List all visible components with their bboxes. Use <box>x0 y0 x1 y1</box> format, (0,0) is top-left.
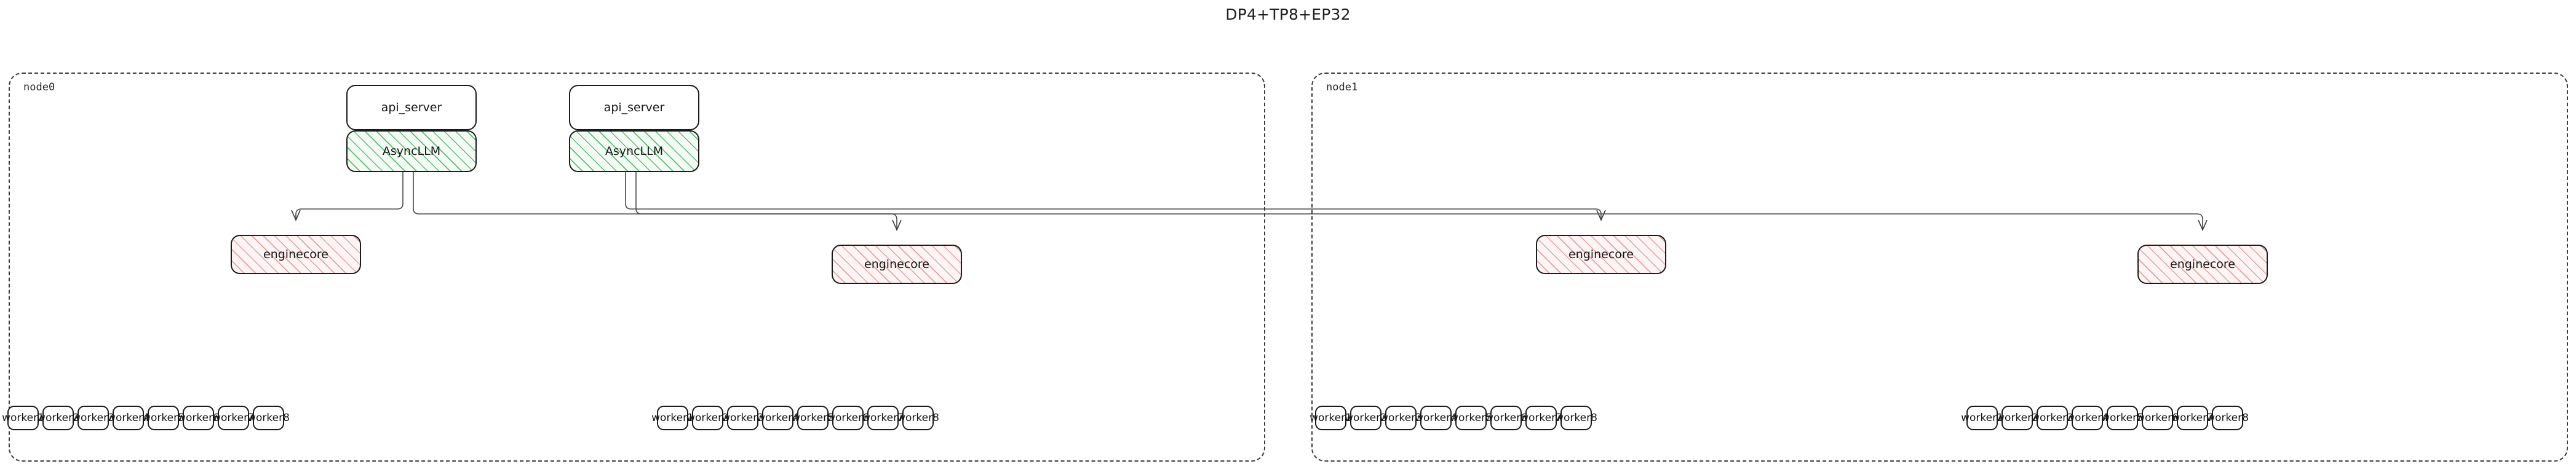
worker-box-0-1-4[interactable]: worker5 <box>792 406 834 430</box>
worker-box-1-1-7[interactable]: worker8 <box>2206 406 2249 430</box>
worker-box-1-0-0[interactable]: worker1 <box>1310 406 1352 430</box>
asyncllm-box-0-0[interactable]: AsyncLLM <box>346 130 477 172</box>
worker-box-0-0-2[interactable]: worker3 <box>72 406 114 430</box>
worker-box-1-1-6[interactable]: worker7 <box>2171 406 2214 430</box>
enginecore-box-1-1[interactable]: enginecore <box>2137 245 2268 284</box>
node-label-node1: node1 <box>1326 81 1358 93</box>
worker-box-1-1-3[interactable]: worker4 <box>2066 406 2109 430</box>
worker-box-1-1-1[interactable]: worker2 <box>1996 406 2038 430</box>
worker-box-0-1-7[interactable]: worker8 <box>897 406 939 430</box>
api-server-box-0-1[interactable]: api_server <box>569 85 699 130</box>
worker-box-1-1-2[interactable]: worker3 <box>2031 406 2073 430</box>
worker-box-0-0-4[interactable]: worker5 <box>142 406 185 430</box>
worker-box-0-0-3[interactable]: worker4 <box>107 406 149 430</box>
worker-box-0-1-1[interactable]: worker2 <box>686 406 729 430</box>
worker-box-0-0-0[interactable]: worker1 <box>2 406 44 430</box>
enginecore-box-1-0[interactable]: enginecore <box>1536 235 1666 274</box>
worker-box-0-1-6[interactable]: worker7 <box>862 406 904 430</box>
node-container-node1: node1 <box>1311 73 2568 462</box>
worker-box-1-0-1[interactable]: worker2 <box>1345 406 1387 430</box>
worker-box-0-0-7[interactable]: worker8 <box>247 406 290 430</box>
worker-box-1-0-6[interactable]: worker7 <box>1520 406 1562 430</box>
worker-box-0-1-3[interactable]: worker4 <box>757 406 799 430</box>
enginecore-box-0-1[interactable]: enginecore <box>832 245 962 284</box>
worker-box-1-1-0[interactable]: worker1 <box>1961 406 2003 430</box>
worker-box-0-1-0[interactable]: worker1 <box>651 406 694 430</box>
worker-box-0-0-1[interactable]: worker2 <box>37 406 79 430</box>
worker-box-1-0-4[interactable]: worker5 <box>1450 406 1492 430</box>
worker-box-0-1-2[interactable]: worker3 <box>722 406 764 430</box>
worker-box-1-1-4[interactable]: worker5 <box>2101 406 2144 430</box>
api-server-box-0-0[interactable]: api_server <box>346 85 477 130</box>
worker-box-1-0-7[interactable]: worker8 <box>1555 406 1597 430</box>
node-container-node0: node0 <box>9 73 1265 462</box>
node-label-node0: node0 <box>23 81 55 93</box>
worker-box-1-0-5[interactable]: worker6 <box>1485 406 1527 430</box>
page-title: DP4+TP8+EP32 <box>1225 6 1351 23</box>
worker-box-0-0-5[interactable]: worker6 <box>177 406 220 430</box>
enginecore-box-0-0[interactable]: enginecore <box>231 235 361 274</box>
worker-box-1-1-5[interactable]: worker6 <box>2136 406 2179 430</box>
worker-box-0-1-5[interactable]: worker6 <box>827 406 869 430</box>
worker-box-1-0-2[interactable]: worker3 <box>1380 406 1422 430</box>
worker-box-1-0-3[interactable]: worker4 <box>1415 406 1457 430</box>
worker-box-0-0-6[interactable]: worker7 <box>212 406 255 430</box>
asyncllm-box-0-1[interactable]: AsyncLLM <box>569 130 699 172</box>
